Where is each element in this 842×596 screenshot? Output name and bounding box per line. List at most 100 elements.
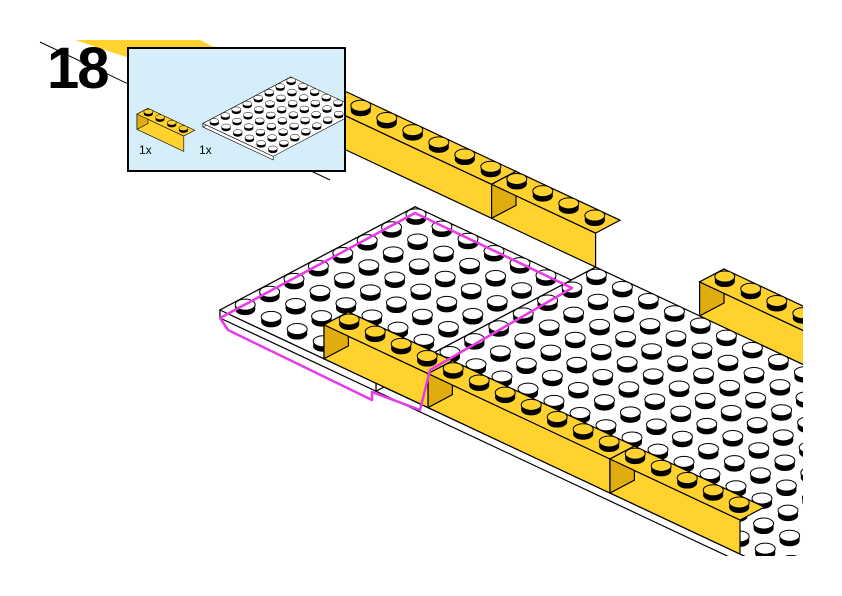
stud-top <box>350 99 372 112</box>
parts-illustration <box>136 76 344 161</box>
stud-base <box>827 484 842 495</box>
stud-top <box>454 148 476 161</box>
stud-top <box>748 442 770 455</box>
stud-top <box>792 307 803 320</box>
step-number: 18 <box>47 36 109 101</box>
stud-top <box>624 447 646 460</box>
stud-top <box>784 554 798 556</box>
stud-top <box>807 568 827 579</box>
stud-top <box>728 496 750 509</box>
stud-top <box>298 94 309 100</box>
stud-top <box>333 272 355 285</box>
stud-top <box>387 321 409 334</box>
stud-top <box>753 517 775 530</box>
stud-top <box>647 443 669 456</box>
stud-top <box>543 394 565 407</box>
stud-base <box>830 535 842 546</box>
stud-top <box>276 106 287 112</box>
stud-top <box>538 319 560 332</box>
stud-top <box>289 122 299 129</box>
stud-top <box>644 393 666 406</box>
stud-top <box>587 293 609 306</box>
stud-top <box>795 391 803 404</box>
stud-top <box>311 310 333 323</box>
stud-top <box>517 382 539 395</box>
stud-top <box>515 357 537 370</box>
stud-top <box>592 369 614 382</box>
stud-top <box>321 94 332 100</box>
stud-top <box>416 350 438 363</box>
right-wall-brick <box>698 268 803 366</box>
stud-side <box>806 548 826 553</box>
stud-top <box>546 411 568 424</box>
stud-top <box>209 118 220 124</box>
stud-top <box>804 517 824 528</box>
stud-top <box>256 140 266 146</box>
stud-base <box>820 384 840 395</box>
stud-top <box>801 495 803 501</box>
stud-top <box>520 398 542 411</box>
stud-top <box>800 468 803 477</box>
stud-top <box>290 134 300 140</box>
stud-top <box>480 160 502 173</box>
stud-top <box>220 112 231 118</box>
stud-top <box>338 313 360 326</box>
stud-top <box>285 297 307 310</box>
stud-top <box>333 99 343 106</box>
stud-top <box>585 268 607 281</box>
stud-top <box>287 100 298 106</box>
stud-side <box>800 472 803 478</box>
stud-side <box>802 497 803 503</box>
stud-top <box>667 355 689 368</box>
stud-top <box>287 88 297 95</box>
stud-top <box>830 530 842 541</box>
stud-top <box>512 307 534 320</box>
stud-base <box>828 509 842 520</box>
stud-top <box>532 185 554 198</box>
stud-top <box>691 342 713 355</box>
stud-top <box>276 94 286 101</box>
stud-top <box>411 308 433 321</box>
stud-top <box>743 366 765 379</box>
stud-top <box>771 404 793 417</box>
stud-top <box>621 431 643 444</box>
stud-top <box>723 455 745 468</box>
stud-top <box>825 454 842 465</box>
stud-top <box>833 580 842 591</box>
stud-top <box>465 358 487 371</box>
stud-top <box>288 111 299 117</box>
stud-top <box>166 119 177 126</box>
stud-top <box>266 123 277 129</box>
stud-top <box>777 504 799 517</box>
stud-top <box>615 331 637 344</box>
stud-top <box>506 172 528 185</box>
stud-side <box>825 460 842 465</box>
stud-top <box>322 116 333 123</box>
stud-top <box>178 125 189 131</box>
stud-top <box>267 134 277 140</box>
stud-top <box>563 306 585 319</box>
stud-top <box>611 280 633 293</box>
stud-top <box>300 117 310 123</box>
new-brick-1x4 <box>322 310 454 409</box>
stud-top <box>767 354 789 367</box>
stud-top <box>715 329 737 342</box>
stud-top <box>751 492 773 505</box>
highlight-outline <box>218 211 574 412</box>
stud-top <box>740 282 762 295</box>
stud-top <box>442 362 464 375</box>
front-wall-brick <box>426 359 636 494</box>
stud-base <box>822 409 842 420</box>
stud-top <box>828 504 842 515</box>
stud-top <box>486 295 508 308</box>
stud-top <box>717 354 739 367</box>
stud-top <box>663 305 685 318</box>
stud-top <box>254 117 265 124</box>
stud-top <box>310 99 321 106</box>
stud-top <box>312 122 322 128</box>
stud-top <box>689 317 711 330</box>
stud-top <box>361 309 383 322</box>
stud-top <box>676 472 698 485</box>
stud-top <box>436 295 458 308</box>
stud-base <box>824 434 842 445</box>
